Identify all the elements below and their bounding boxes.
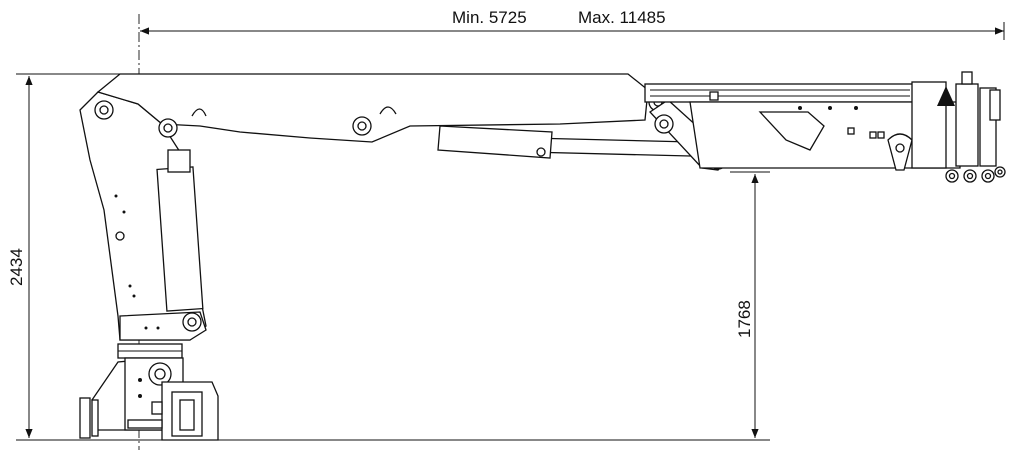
- cylinder-rod: [527, 137, 693, 157]
- cylinder-barrel: [437, 125, 553, 159]
- hose-tray: [644, 83, 916, 103]
- crane-column: [79, 91, 207, 341]
- crane-base: [79, 343, 219, 441]
- total-height-label: 2434: [7, 248, 26, 286]
- inner-boom-body: [96, 73, 649, 143]
- reach-max-label: Max. 11485: [578, 8, 666, 27]
- outer-boom-cylinder: [437, 125, 693, 159]
- reach-min-label: Min. 5725: [452, 8, 527, 27]
- clearance-dimension: 1768: [730, 171, 770, 438]
- base-foot-left: [79, 397, 91, 439]
- boom-cutout: [758, 111, 825, 151]
- boom-tip: [911, 71, 1006, 183]
- base-foot-plate: [91, 399, 99, 437]
- lifting-eye-1: [191, 108, 207, 117]
- lifting-eye-2: [379, 106, 397, 115]
- outer-boom: [644, 83, 961, 171]
- boom-clearance-label: 1768: [735, 300, 754, 338]
- tip-housing: [911, 81, 947, 169]
- height-dimension: 2434: [7, 73, 770, 441]
- top-reach-dimension: Min. 5725 Max. 11485: [140, 8, 1005, 40]
- tip-warning-triangle: [937, 86, 955, 106]
- inner-boom: [96, 73, 668, 143]
